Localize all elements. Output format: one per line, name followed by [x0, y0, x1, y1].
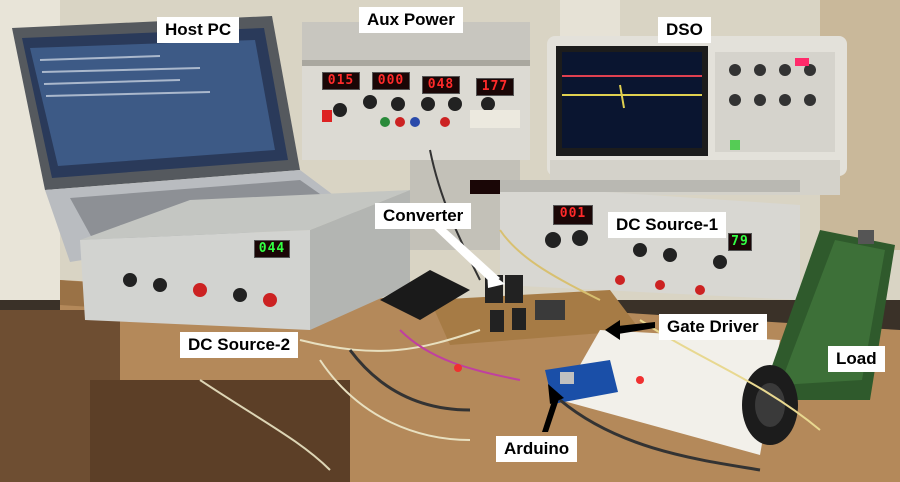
aux-display-2: 000 [372, 72, 410, 90]
label-host-pc: Host PC [157, 17, 240, 43]
gate-driver-arrow [618, 322, 655, 334]
converter-arrow [433, 228, 500, 284]
dc2-display: 044 [254, 240, 290, 258]
dc1-display-right: 79 [728, 233, 752, 251]
gate-driver-board [560, 330, 780, 455]
aux-display-3: 048 [422, 76, 460, 94]
label-dc-source-1: DC Source-1 [608, 212, 727, 238]
aux-display-4: 177 [476, 78, 514, 96]
label-arduino: Arduino [496, 436, 578, 462]
label-converter: Converter [375, 203, 472, 229]
label-dc-source-2: DC Source-2 [180, 332, 299, 358]
arduino-arrow [542, 395, 560, 432]
label-gate-driver: Gate Driver [659, 314, 767, 340]
label-dso: DSO [658, 17, 711, 43]
converter-board [430, 275, 640, 345]
dso-oscilloscope [547, 36, 847, 195]
label-aux-power: Aux Power [359, 7, 463, 33]
dc1-display: 001 [553, 205, 593, 225]
aux-display-1: 015 [322, 72, 360, 90]
arduino-board [545, 360, 618, 404]
label-load: Load [828, 346, 885, 372]
